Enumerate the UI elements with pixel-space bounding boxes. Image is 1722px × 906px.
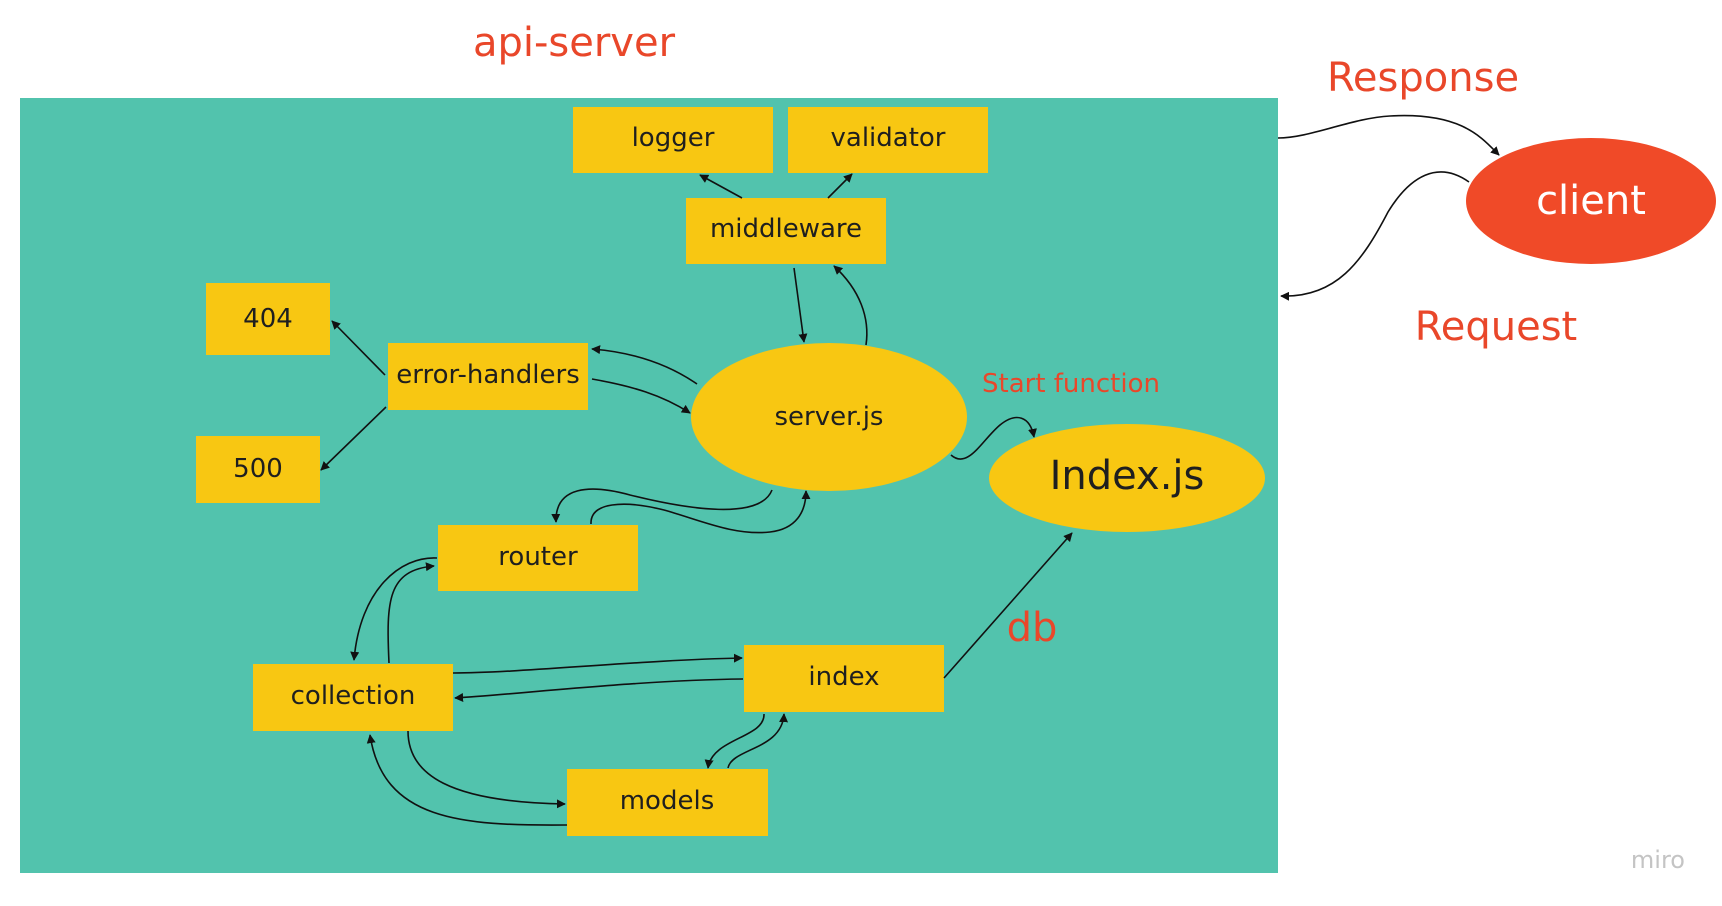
logger-label: logger — [632, 123, 715, 153]
arrow-start-function — [950, 416, 1037, 460]
arrow-collection-to-router — [387, 562, 435, 664]
models-box[interactable] — [567, 769, 768, 836]
router-box[interactable] — [438, 525, 638, 591]
arrow-server-to-router — [551, 488, 773, 523]
arrow-error-handlers-to-500 — [320, 406, 387, 471]
arrow-response — [1277, 114, 1500, 156]
arrow-router-to-server — [590, 490, 811, 534]
client-node[interactable] — [1466, 138, 1716, 264]
response-label: Response — [1327, 55, 1519, 101]
error-handlers-box[interactable] — [388, 343, 588, 410]
arrow-middleware-to-server — [793, 267, 808, 343]
arrow-middleware-to-validator — [827, 173, 853, 199]
arrow-collection-to-models — [407, 730, 566, 809]
arrow-request — [1280, 171, 1470, 301]
middleware-box[interactable] — [686, 198, 886, 264]
logger-box[interactable] — [573, 107, 773, 173]
arrow-middleware-to-logger — [699, 174, 743, 199]
validator-box[interactable] — [788, 107, 988, 173]
miro-watermark: miro — [1631, 846, 1685, 874]
index-js-label: Index.js — [1050, 453, 1205, 499]
collection-box[interactable] — [253, 664, 453, 731]
models-label: models — [620, 786, 715, 816]
error-500-box[interactable] — [196, 436, 320, 503]
request-label: Request — [1415, 304, 1577, 350]
arrow-error-handlers-to-server — [591, 378, 691, 414]
arrow-index-to-models — [704, 713, 765, 769]
index-box[interactable] — [744, 645, 944, 712]
client-label: client — [1536, 178, 1646, 224]
arrow-server-to-middleware — [833, 265, 868, 346]
db-label: db — [1007, 605, 1058, 651]
index-label: index — [808, 662, 879, 692]
router-label: router — [498, 542, 578, 572]
arrow-index-to-index-js — [943, 532, 1073, 679]
arrow-server-to-error-handlers — [591, 345, 698, 385]
error-handlers-label: error-handlers — [396, 360, 580, 390]
arrow-router-to-collection — [350, 557, 438, 661]
error-500-label: 500 — [233, 454, 283, 484]
start-function-label: Start function — [982, 369, 1160, 399]
arrow-index-to-collection — [454, 678, 744, 702]
middleware-label: middleware — [710, 214, 862, 244]
arrow-models-to-index — [727, 713, 789, 769]
validator-label: validator — [831, 123, 946, 153]
index-js-node[interactable] — [989, 424, 1265, 532]
server-js-node[interactable] — [691, 343, 967, 491]
error-404-label: 404 — [243, 304, 293, 334]
arrow-models-to-collection — [366, 734, 568, 826]
arrow-collection-to-index — [452, 653, 743, 674]
api-server-title: api-server — [473, 20, 676, 66]
arrow-error-handlers-to-404 — [331, 320, 386, 376]
collection-label: collection — [291, 681, 416, 711]
error-404-box[interactable] — [206, 283, 330, 355]
server-js-label: server.js — [775, 402, 884, 432]
